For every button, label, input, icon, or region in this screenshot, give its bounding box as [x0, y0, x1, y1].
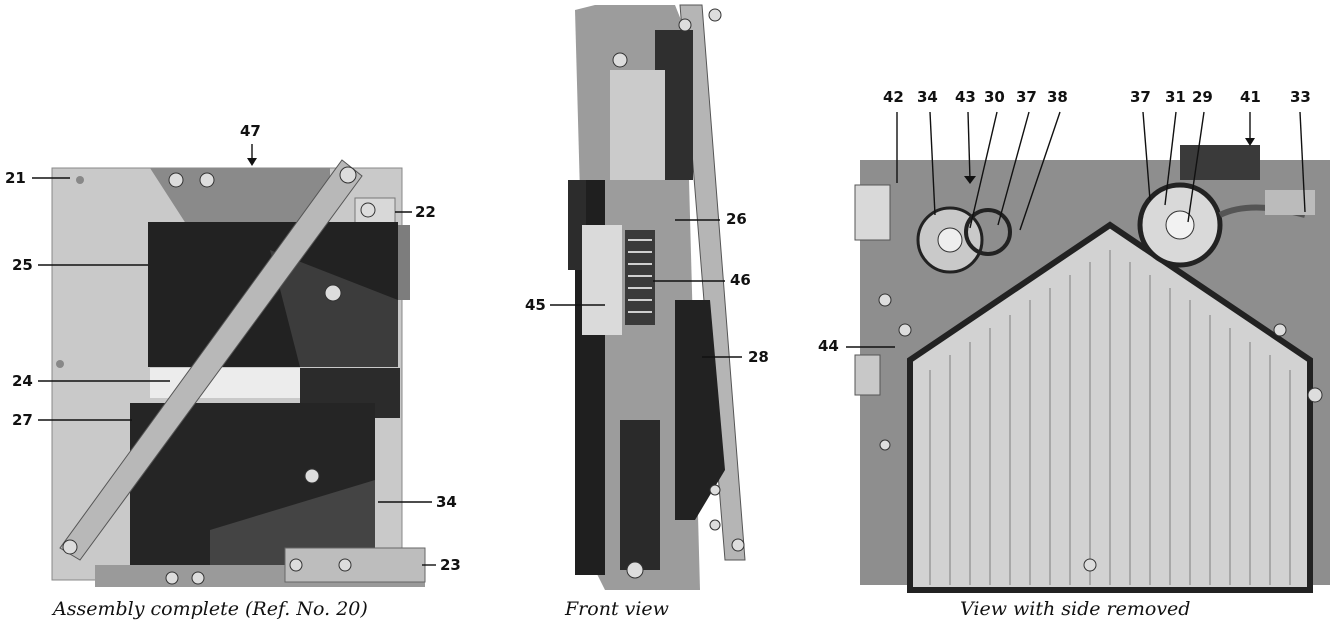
callout-38: 38	[1047, 88, 1068, 106]
callout-42: 42	[883, 88, 904, 106]
callout-29: 29	[1192, 88, 1213, 106]
callout-43: 43	[955, 88, 976, 106]
callout-33: 33	[1290, 88, 1311, 106]
callout-31: 31	[1165, 88, 1186, 106]
panel-side-removed: 42 34 43 30 37 38 37 31 29 41 33 44 View…	[810, 0, 1338, 631]
callout-37-right: 37	[1130, 88, 1151, 106]
callout-23: 23	[440, 556, 461, 574]
callout-34-right: 34	[917, 88, 938, 106]
caption-side-removed: View with side removed	[960, 598, 1191, 620]
side-removed-illustration	[846, 111, 1330, 593]
panel-front-view: 26 46 45 28 Front view	[470, 0, 810, 631]
front-view-illustration	[550, 4, 746, 590]
callout-37-left: 37	[1016, 88, 1037, 106]
callout-27: 27	[12, 411, 33, 429]
callout-41: 41	[1240, 88, 1261, 106]
callout-30: 30	[984, 88, 1005, 106]
callout-21: 21	[5, 169, 26, 187]
callout-34: 34	[436, 493, 457, 511]
callout-26: 26	[726, 210, 747, 228]
assembly-illustration	[32, 144, 436, 587]
callout-22: 22	[415, 203, 436, 221]
diagonal-strap	[59, 159, 363, 561]
panel-assembly-complete: 47 21 22 25 24 27 34 23 Assembly complet…	[0, 0, 470, 631]
callout-44: 44	[818, 337, 839, 355]
callout-25: 25	[12, 256, 33, 274]
caption-assembly-complete: Assembly complete (Ref. No. 20)	[53, 598, 368, 620]
caption-front-view: Front view	[565, 598, 669, 620]
lower-dark-block	[675, 300, 725, 520]
callout-45: 45	[525, 296, 546, 314]
callout-47: 47	[240, 122, 261, 140]
callout-24: 24	[12, 372, 33, 390]
heat-sink-fins	[625, 230, 655, 325]
callout-28: 28	[748, 348, 769, 366]
callout-46: 46	[730, 271, 751, 289]
